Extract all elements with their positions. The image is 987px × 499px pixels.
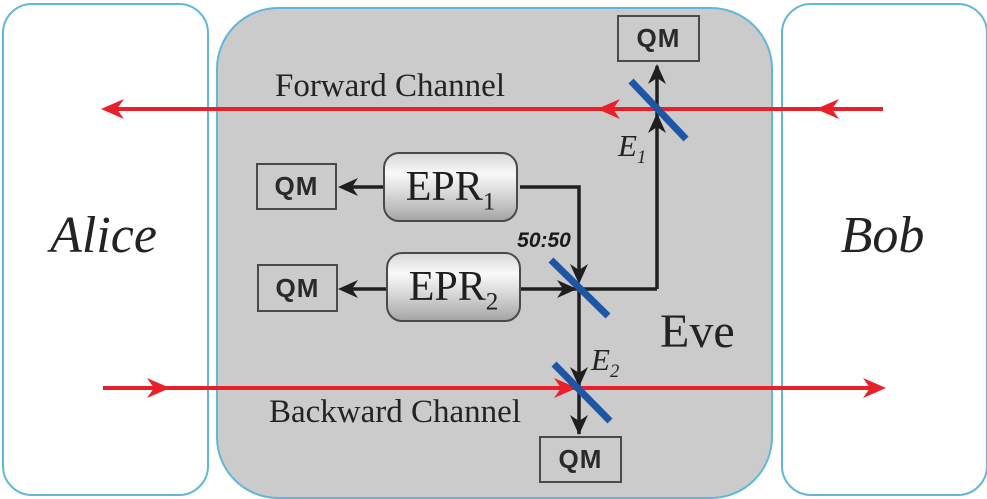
qm-box-epr1: QM xyxy=(256,163,337,210)
eve-label: Eve xyxy=(660,305,735,358)
beamsplitter-5050-icon xyxy=(548,257,611,319)
qm-label: QM xyxy=(274,171,319,201)
quantum-path-arrowheads xyxy=(338,64,666,435)
forward-arrowhead-left xyxy=(101,99,124,119)
forward-channel-label: Forward Channel xyxy=(274,68,506,104)
epr1-label: EPR1 xyxy=(405,164,496,216)
qm-label: QM xyxy=(558,444,603,474)
epr2-label: EPR2 xyxy=(408,264,499,316)
epr2-source: EPR2 xyxy=(386,252,521,322)
forward-arrowhead-mid xyxy=(597,99,620,119)
bob-label: Bob xyxy=(840,207,925,264)
beamsplitter-ratio-label: 50:50 xyxy=(517,229,571,252)
e2-label: E2 xyxy=(591,342,620,383)
alice-label: Alice xyxy=(50,207,157,264)
beamsplitter-e2-icon xyxy=(551,361,613,424)
qm-box-top: QM xyxy=(617,15,700,62)
beamsplitters xyxy=(548,78,689,424)
qm-label: QM xyxy=(275,272,320,303)
beamsplitter-e1-icon xyxy=(628,78,689,142)
qm-box-bottom: QM xyxy=(539,436,622,483)
forward-arrowhead-right xyxy=(816,99,839,119)
bob-box xyxy=(781,3,987,496)
epr1-source: EPR1 xyxy=(383,152,518,222)
quantum-path-lines xyxy=(352,66,659,434)
qm-label: QM xyxy=(636,23,681,53)
qm-box-epr2: QM xyxy=(257,264,338,312)
backward-arrowhead-left xyxy=(147,378,170,398)
e1-label: E1 xyxy=(618,128,647,169)
backward-arrowhead-right xyxy=(863,378,886,398)
backward-arrowhead-mid xyxy=(554,378,577,398)
alice-box xyxy=(2,3,209,496)
backward-channel-label: Backward Channel xyxy=(269,394,521,430)
forward-channel-arrow xyxy=(101,99,883,119)
backward-channel-arrow xyxy=(103,378,886,398)
